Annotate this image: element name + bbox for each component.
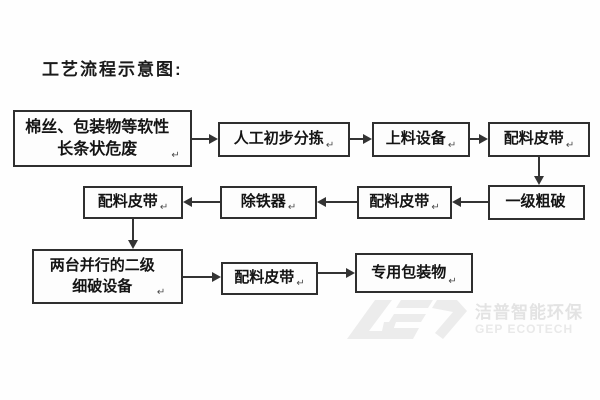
node-label: 配料皮带 bbox=[234, 269, 295, 287]
watermark-text: 洁普智能环保 GEP ECOTECH bbox=[475, 304, 583, 336]
watermark-cn: 洁普智能环保 bbox=[475, 302, 583, 322]
return-mark: ↵ bbox=[325, 139, 335, 151]
node-batching-belt-4: 配料皮带↵ bbox=[221, 262, 318, 295]
node-label: 两台并行的二级 细破设备 bbox=[49, 257, 155, 295]
node-batching-belt-2: 配料皮带↵ bbox=[357, 186, 452, 219]
node-secondary-fine-crushers: 两台并行的二级 细破设备↵ bbox=[32, 249, 183, 304]
node-label: 除铁器 bbox=[240, 193, 286, 211]
return-mark: ↵ bbox=[448, 275, 457, 287]
flow-arrow-down-icon bbox=[534, 157, 544, 185]
flow-arrow-right-icon bbox=[318, 268, 355, 278]
node-label: 配料皮带 bbox=[503, 130, 564, 148]
arrowhead-right-icon bbox=[346, 268, 355, 278]
node-label: 专用包装物 bbox=[371, 263, 447, 281]
node-label: 配料皮带 bbox=[97, 193, 158, 211]
return-mark: ↵ bbox=[287, 201, 297, 213]
flow-arrow-left-icon bbox=[452, 197, 488, 207]
return-mark: ↵ bbox=[565, 139, 575, 151]
gep-logo-icon bbox=[347, 300, 467, 339]
watermark-en: GEP ECOTECH bbox=[475, 321, 574, 336]
node-label: 上料设备 bbox=[385, 130, 446, 148]
node-primary-coarse-crusher: 一级粗破 bbox=[488, 185, 585, 220]
arrowhead-left-icon bbox=[317, 197, 326, 207]
return-mark: ↵ bbox=[447, 139, 457, 151]
arrowhead-right-icon bbox=[212, 272, 221, 282]
node-batching-belt-3: 配料皮带↵ bbox=[83, 186, 183, 219]
return-mark: ↵ bbox=[431, 201, 440, 213]
flow-arrow-right-icon bbox=[192, 134, 218, 144]
arrowhead-left-icon bbox=[452, 197, 461, 207]
arrowhead-right-icon bbox=[363, 134, 372, 144]
flow-arrow-right-icon bbox=[183, 272, 221, 282]
arrowhead-down-icon bbox=[534, 176, 544, 185]
flow-arrow-right-icon bbox=[350, 134, 372, 144]
node-label: 棉丝、包装物等软性 长条状危废 bbox=[25, 118, 170, 158]
arrowhead-right-icon bbox=[479, 134, 488, 144]
flow-arrow-right-icon bbox=[470, 134, 488, 144]
node-iron-remover: 除铁器↵ bbox=[220, 186, 317, 219]
node-label: 一级粗破 bbox=[505, 193, 566, 211]
node-label: 配料皮带 bbox=[369, 193, 430, 211]
return-mark: ↵ bbox=[296, 277, 305, 289]
arrowhead-down-icon bbox=[128, 240, 138, 249]
node-manual-sorting: 人工初步分拣↵ bbox=[218, 122, 350, 157]
node-source-material: 棉丝、包装物等软性 长条状危废↵ bbox=[13, 110, 192, 167]
return-mark: ↵ bbox=[156, 286, 166, 298]
node-label: 人工初步分拣 bbox=[233, 130, 324, 148]
return-mark: ↵ bbox=[159, 201, 169, 213]
flow-arrow-left-icon bbox=[183, 197, 220, 207]
node-special-packaging: 专用包装物↵ bbox=[355, 253, 473, 293]
node-batching-belt-1: 配料皮带↵ bbox=[488, 122, 590, 157]
flow-arrow-down-icon bbox=[128, 219, 138, 249]
watermark: 洁普智能环保 GEP ECOTECH bbox=[345, 297, 583, 343]
return-mark: ↵ bbox=[171, 149, 180, 161]
node-feeding-equipment: 上料设备↵ bbox=[372, 122, 470, 157]
flow-arrow-left-icon bbox=[317, 197, 357, 207]
diagram-title: 工艺流程示意图: bbox=[42, 60, 183, 79]
arrowhead-right-icon bbox=[209, 134, 218, 144]
arrowhead-left-icon bbox=[183, 197, 192, 207]
